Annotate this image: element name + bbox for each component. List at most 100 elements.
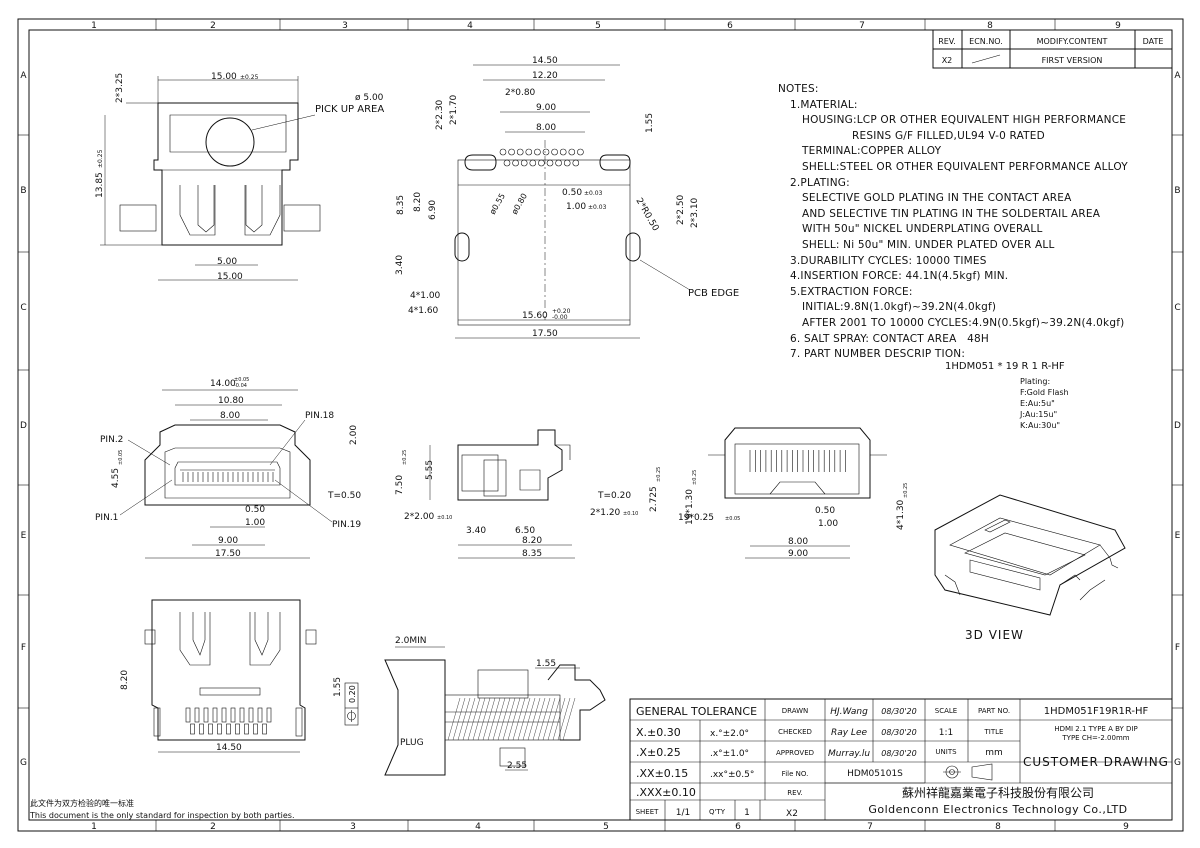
zone-col-bottom: 4 — [475, 822, 481, 832]
projection-symbol — [943, 763, 993, 781]
rev-value-tb: X2 — [786, 809, 798, 819]
zone-row-left: B — [20, 186, 26, 196]
solder-tail — [208, 723, 213, 735]
zone-row-left: E — [21, 531, 27, 541]
zone-col-bottom: 6 — [735, 822, 741, 832]
tol-ang-1: .x°±1.0° — [710, 749, 749, 759]
pcb-pad — [542, 148, 550, 156]
front-pin1: PIN.1 — [95, 513, 118, 523]
part-no-label: PART NO. — [978, 707, 1010, 715]
pcb-m: ø0.80 — [510, 192, 529, 216]
zone-col-top: 2 — [210, 21, 216, 31]
solder-tail — [212, 707, 218, 723]
side-h: 2*1.20 — [590, 508, 621, 518]
pcb-pad — [512, 159, 519, 167]
solder-tail — [262, 723, 267, 735]
tol-lin-2: .XX±0.15 — [636, 767, 688, 780]
bottom-pins — [153, 707, 303, 737]
pcb-d: 9.00 — [536, 103, 556, 113]
inner-frame — [28, 29, 1173, 821]
hatch-line — [537, 697, 551, 741]
front-pin2: PIN.2 — [100, 435, 123, 445]
hatch-line — [527, 697, 541, 741]
qty-label: Q'TY — [709, 808, 726, 816]
solder-tail — [185, 707, 191, 723]
top-view: 15.00 ±0.25 13.85 ±0.25 2*3.25 5.00 15.0… — [95, 72, 384, 282]
hatch-line — [487, 697, 501, 741]
zone-col-bottom: 1 — [91, 822, 97, 832]
note-line: TERMINAL:COPPER ALLOY — [802, 145, 942, 158]
side-c: 2*2.00 — [404, 512, 435, 522]
front-t050: T=0.50 — [327, 491, 361, 501]
solder-tail — [199, 723, 204, 735]
note-line: AFTER 2001 TO 10000 CYCLES:4.9N(0.5kgf)~… — [802, 316, 1125, 329]
pcb-pad — [568, 148, 576, 156]
rev-label: REV. — [787, 789, 802, 797]
title-line2: TYPE CH=-2.00mm — [1061, 734, 1129, 742]
rev-header: REV. — [938, 37, 956, 46]
pcb-pad — [508, 148, 515, 156]
pcb-o: 1.00 — [566, 202, 586, 212]
qty-value: 1 — [744, 808, 750, 818]
solder-tail — [217, 723, 222, 735]
iso-view — [934, 494, 1126, 616]
name-drawn: HJ.Wang — [830, 707, 868, 717]
sheet-value: 1/1 — [676, 808, 690, 818]
front-e-tol: ±0.05 — [118, 450, 124, 465]
rear-d: 1.00 — [818, 519, 838, 529]
side-e: 6.50 — [515, 526, 535, 536]
front-g: 1.00 — [245, 518, 265, 528]
hatch-line — [482, 697, 496, 741]
top-h-tol: ±0.25 — [97, 149, 104, 168]
general-tolerance: GENERAL TOLERANCE — [636, 705, 757, 718]
company-cn: 蘇州祥龍嘉業電子科技股份有限公司 — [902, 785, 1094, 800]
side-view: 7.50 ±0.25 5.55 2*2.00 ±0.10 3.40 6.50 8… — [395, 429, 662, 559]
note-line: 3.DURABILITY CYCLES: 10000 TIMES — [790, 254, 987, 267]
outer-frame — [17, 18, 1184, 832]
plug-b: 2.55 — [507, 761, 527, 771]
note-line: 7. PART NUMBER DESCRIP TION: — [790, 348, 966, 361]
front-c: 8.00 — [220, 411, 240, 421]
note-line: 6. SALT SPRAY: CONTACT AREA 48H — [790, 332, 989, 345]
hatch-line — [497, 697, 511, 741]
zone-col-bottom: 5 — [603, 822, 609, 832]
pcb-g: 2*2.30 — [435, 99, 445, 130]
side-h-tol: ±0.10 — [623, 511, 638, 517]
pcb-pad — [538, 159, 545, 167]
front-d: 2.00 — [349, 425, 359, 445]
pcb-pad — [563, 159, 571, 167]
zone-row-right: F — [1175, 643, 1180, 653]
pcb-h: 2*1.70 — [449, 94, 459, 125]
zone-row-left: C — [20, 303, 26, 313]
pcb-pad — [534, 148, 541, 156]
side-b: 5.55 — [425, 460, 435, 480]
date-drawn: 08/30'20 — [881, 707, 916, 716]
zone-row-left: G — [20, 758, 27, 768]
plug-a: 1.55 — [536, 659, 556, 669]
rear-pins — [749, 450, 846, 472]
pcb-p: 2*R0.50 — [633, 197, 660, 234]
hatch-line — [507, 697, 521, 741]
tol-lin-1: .X±0.25 — [636, 746, 681, 759]
side-a: 7.50 — [395, 475, 405, 495]
zone-ticks — [18, 19, 1183, 831]
hatch-line — [462, 697, 476, 741]
zone-row-right: A — [1174, 71, 1181, 81]
zone-row-right: D — [1174, 421, 1181, 431]
hatch-line — [522, 697, 536, 741]
zone-row-right: C — [1174, 303, 1180, 313]
pcb-l: ø0.55 — [488, 192, 507, 216]
bottom-view: 8.20 1.55 0.20 14.50 — [120, 599, 359, 753]
note-line: AND SELECTIVE TIN PLATING IN THE SOLDERT… — [802, 207, 1101, 220]
plating-option: F:Gold Flash — [1020, 388, 1069, 397]
hatch-line — [477, 697, 491, 741]
customer-drawing: CUSTOMER DRAWING — [1023, 755, 1169, 769]
view-3d-label: 3D VIEW — [965, 628, 1024, 642]
top-w3: 15.00 — [217, 272, 243, 282]
file-no-label: File NO. — [782, 770, 809, 778]
notes-block: NOTES: 1.MATERIAL:HOUSING:LCP OR OTHER E… — [778, 82, 1178, 363]
hatch-line — [557, 697, 571, 741]
zone-row-right: G — [1174, 758, 1181, 768]
